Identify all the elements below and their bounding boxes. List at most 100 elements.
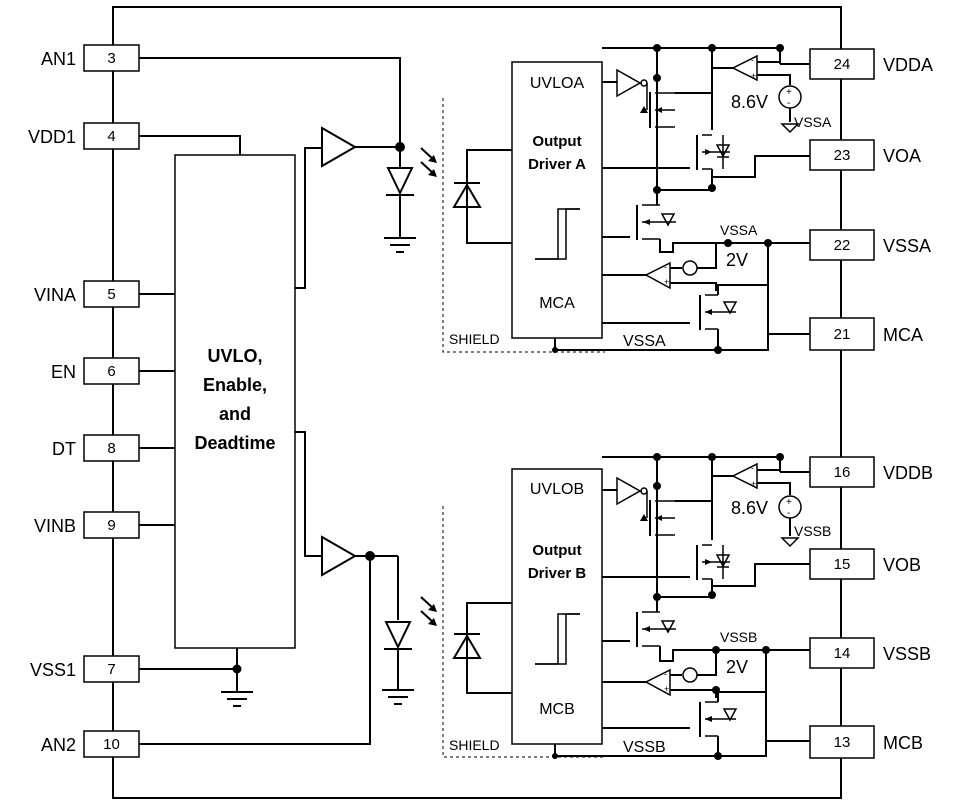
control-block-line-1: UVLO, xyxy=(207,346,262,366)
svg-text:-: - xyxy=(664,669,667,679)
driver-b-title-2: Driver B xyxy=(528,565,587,582)
shield-a xyxy=(442,98,605,353)
comparator-icon: - + xyxy=(644,261,671,290)
ground-icon xyxy=(780,123,800,134)
pin-number: 6 xyxy=(107,363,115,380)
ground-icon xyxy=(384,237,416,253)
svg-text:+: + xyxy=(786,497,792,508)
pin-number: 14 xyxy=(834,645,851,662)
photodiode-icon xyxy=(452,149,512,244)
comparator-icon: - + xyxy=(644,668,671,697)
svg-text:+: + xyxy=(751,71,756,81)
vssb-top-label: VSSB xyxy=(720,629,757,645)
svg-text:+: + xyxy=(664,684,669,694)
pin-label: VSS1 xyxy=(30,660,76,680)
pin-an1: 3 AN1 xyxy=(41,44,140,72)
mcb-threshold: 2V xyxy=(726,657,748,677)
buffer-icon xyxy=(616,68,648,98)
pin-label: VINA xyxy=(34,285,76,305)
comparator-icon: - + xyxy=(731,54,758,82)
control-block: UVLO, Enable, and Deadtime xyxy=(174,154,296,649)
pin-mca: 21 MCA xyxy=(809,317,923,351)
voltage-source-icon xyxy=(682,260,698,276)
svg-text:+: + xyxy=(751,479,756,489)
pin-vina: 5 VINA xyxy=(34,280,140,308)
voltage-source-icon xyxy=(682,667,698,683)
driver-a-title-1: Output xyxy=(532,133,581,150)
pin-number: 9 xyxy=(107,517,115,534)
mosfet-icon xyxy=(640,491,675,536)
pin-number: 10 xyxy=(103,736,120,753)
pin-vssb: 14 VSSB xyxy=(809,637,931,669)
pin-an2: 10 AN2 xyxy=(41,730,140,758)
pin-number: 16 xyxy=(834,464,851,481)
ground-icon xyxy=(780,537,800,548)
pin-mcb: 13 MCB xyxy=(809,725,923,759)
svg-text:-: - xyxy=(787,98,790,109)
pin-number: 21 xyxy=(834,326,851,343)
channel-a-buffer xyxy=(295,126,405,289)
pin-label: MCB xyxy=(883,733,923,753)
uvloa-label: UVLOA xyxy=(530,75,585,92)
light-arrows-b xyxy=(420,596,437,626)
pin-vssa: 22 VSSA xyxy=(809,229,931,261)
pin-label: VDDB xyxy=(883,463,933,483)
mosfet-icon xyxy=(640,83,675,128)
pin-label: VDD1 xyxy=(28,127,76,147)
pin-label: DT xyxy=(52,439,76,459)
pin-vinb: 9 VINB xyxy=(34,511,140,539)
pin-vdd1: 4 VDD1 xyxy=(28,122,140,150)
buffer-icon xyxy=(321,535,358,577)
pin-dt: 8 DT xyxy=(52,434,140,462)
pin-vob: 15 VOB xyxy=(809,548,921,580)
control-block-line-2: Enable, xyxy=(203,375,267,395)
svg-text:-: - xyxy=(751,55,754,65)
output-stage-b: - + + - 8.6V VSSB xyxy=(552,453,831,760)
pin-label: EN xyxy=(51,362,76,382)
mca-threshold: 2V xyxy=(726,250,748,270)
pin-number: 3 xyxy=(107,50,115,67)
right-pins: 24 VDDA 23 VOA 22 VSSA 21 MCA 16 VDDB 15… xyxy=(809,48,933,759)
pin-number: 13 xyxy=(834,734,851,751)
pin-label: VOA xyxy=(883,146,921,166)
uvlob-label: UVLOB xyxy=(530,481,584,498)
pin-number: 5 xyxy=(107,286,115,303)
channel-b-buffer xyxy=(295,431,399,620)
vddb-source-ref: VSSB xyxy=(794,523,831,539)
voltage-source-icon: + - xyxy=(778,85,802,109)
left-pins: 3 AN1 4 VDD1 5 VINA 6 EN 8 DT 9 VINB xyxy=(28,44,140,758)
pin-en: 6 EN xyxy=(51,357,140,385)
pin-label: AN2 xyxy=(41,735,76,755)
hysteresis-icon xyxy=(535,613,580,665)
pin-label: VSSA xyxy=(883,236,931,256)
pin-label: MCA xyxy=(883,325,923,345)
svg-text:+: + xyxy=(664,277,669,287)
voltage-source-icon: + - xyxy=(778,495,802,519)
driver-a-title-2: Driver A xyxy=(528,156,586,173)
pin-vddb: 16 VDDB xyxy=(809,456,933,488)
shield-a-label: SHIELD xyxy=(449,331,500,347)
vssb-bottom-label: VSSB xyxy=(623,739,666,756)
pin-number: 4 xyxy=(107,128,115,145)
mosfet-icon xyxy=(636,611,676,647)
pin-number: 7 xyxy=(107,661,115,678)
buffer-icon xyxy=(616,476,648,506)
pin-label: VINB xyxy=(34,516,76,536)
pin-number: 15 xyxy=(834,556,851,573)
pin-number: 22 xyxy=(834,237,851,254)
svg-text:-: - xyxy=(751,463,754,473)
photodiode-icon xyxy=(452,602,512,694)
control-block-line-3: and xyxy=(219,404,251,424)
pin-voa: 23 VOA xyxy=(809,139,921,171)
output-driver-a: UVLOA Output Driver A MCA xyxy=(511,61,603,339)
pin-label: VDDA xyxy=(883,55,933,75)
vdda-source-ref: VSSA xyxy=(794,114,832,130)
output-driver-b: UVLOB Output Driver B MCB xyxy=(511,468,603,745)
control-block-line-4: Deadtime xyxy=(194,433,275,453)
svg-text:+: + xyxy=(786,87,792,98)
ground-icon xyxy=(221,691,253,707)
light-arrows-a xyxy=(420,147,437,177)
mosfet-icon xyxy=(699,294,738,330)
led-icon xyxy=(386,167,414,238)
svg-text:-: - xyxy=(787,508,790,519)
